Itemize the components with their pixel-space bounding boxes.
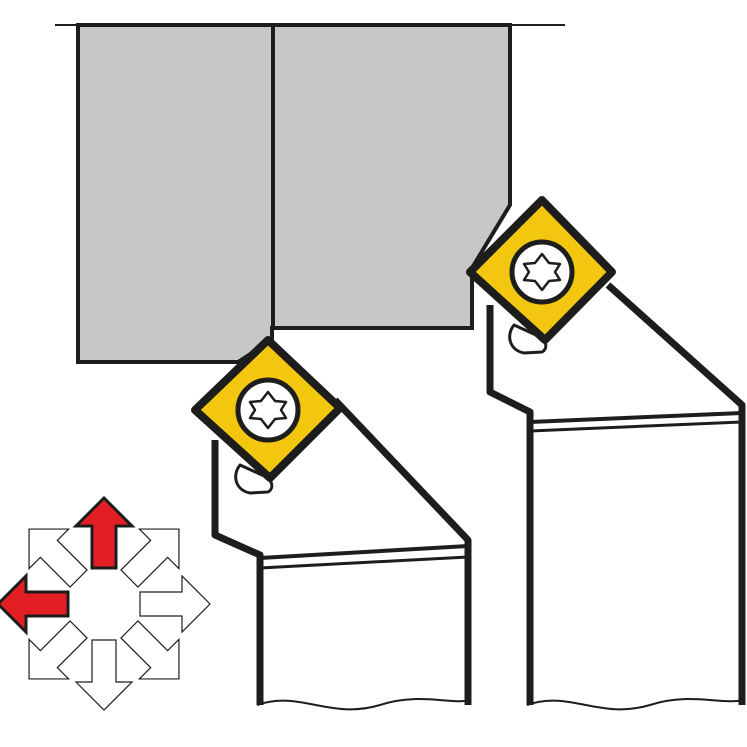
arrow-down bbox=[74, 639, 134, 711]
insert-left bbox=[191, 336, 344, 482]
arrow-down-left bbox=[28, 620, 88, 680]
workpiece bbox=[76, 23, 512, 364]
arrow-left-active bbox=[0, 572, 70, 636]
torx-screw-icon bbox=[522, 252, 562, 292]
tool-holder-left bbox=[211, 397, 472, 711]
insert-right bbox=[466, 196, 616, 344]
direction-arrows-icon bbox=[0, 495, 211, 711]
tool-holder-right bbox=[486, 282, 746, 711]
torx-screw-icon bbox=[248, 390, 288, 430]
arrow-up-left bbox=[28, 528, 88, 588]
arrow-up-right bbox=[120, 528, 180, 588]
arrow-up-active bbox=[72, 495, 136, 570]
arrow-down-right bbox=[120, 620, 180, 680]
arrow-right bbox=[139, 574, 211, 634]
